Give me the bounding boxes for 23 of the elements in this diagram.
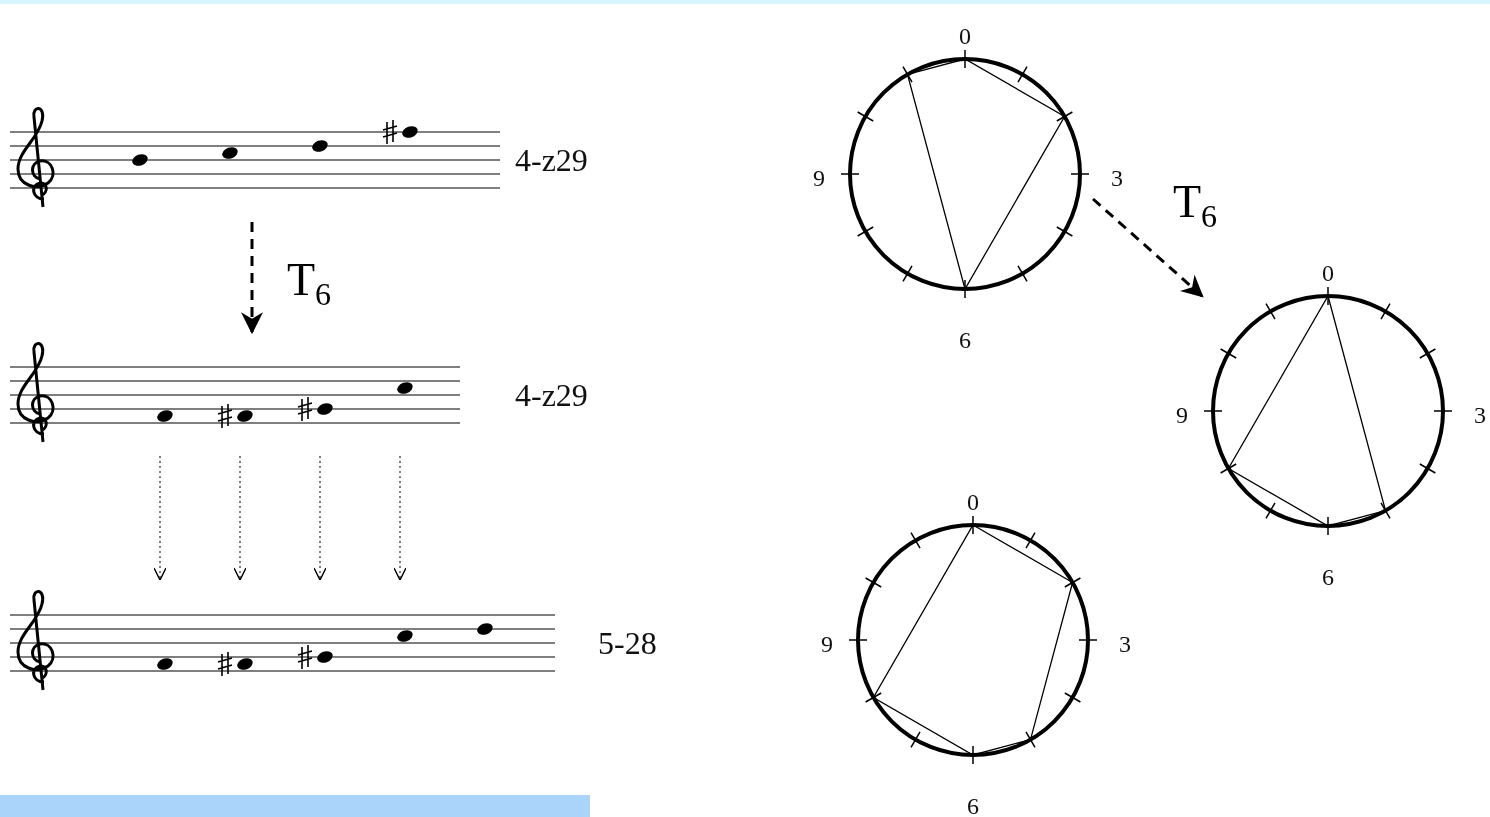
set-class-label: 4-z29 xyxy=(515,144,588,176)
arrow xyxy=(241,222,263,335)
pitch-class-number: 6 xyxy=(967,794,979,817)
pitch-class-number: 0 xyxy=(967,490,979,514)
set-class-label: 4-z29 xyxy=(515,379,588,411)
pitch-class-number: 9 xyxy=(821,632,833,656)
set-class-label: 5-28 xyxy=(598,627,657,659)
arrow xyxy=(153,455,167,581)
edge-label: T$_{6}$ xyxy=(1173,179,1218,233)
pitch-class-number: 9 xyxy=(813,166,825,190)
arrow xyxy=(393,455,407,581)
pitch-class-number: 6 xyxy=(959,328,971,352)
pitch-class-number: 0 xyxy=(1322,261,1334,285)
edge-label: T$_{6}$ xyxy=(287,257,332,311)
arrow xyxy=(313,455,327,581)
pitch-class-number: 3 xyxy=(1119,632,1131,656)
pitch-class-number: 6 xyxy=(1322,565,1334,589)
arrow xyxy=(1092,197,1204,298)
pitch-class-number: 9 xyxy=(1176,403,1188,427)
arrow xyxy=(233,455,247,581)
pitch-class-number: 3 xyxy=(1111,166,1123,190)
pitch-class-number: 3 xyxy=(1474,403,1486,427)
pitch-class-number: 0 xyxy=(959,24,971,48)
